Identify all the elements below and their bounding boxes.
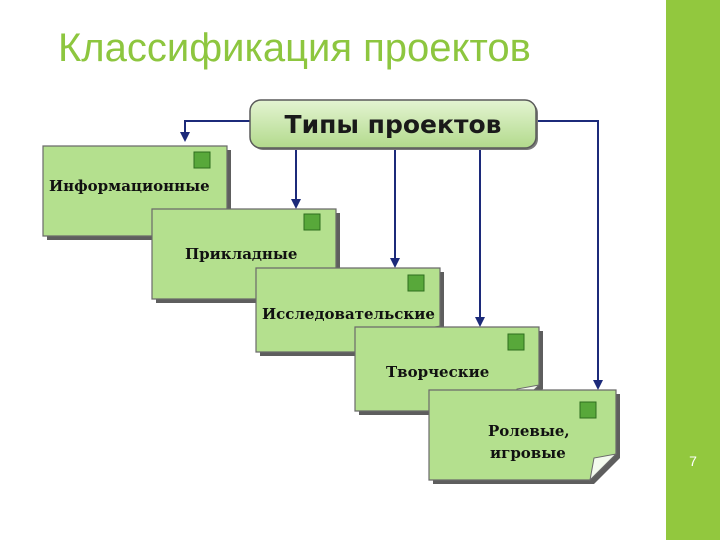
type-label-line-1: Ролевые, [488, 422, 570, 440]
slide-title: Классификация проектов [58, 26, 531, 70]
type-label: Прикладные [185, 245, 297, 263]
document-icon [407, 274, 425, 292]
side-accent-bar [666, 0, 720, 540]
type-card-role-play: Ролевые, игровые [428, 389, 620, 484]
document-icon [193, 151, 211, 169]
document-icon [507, 333, 525, 351]
type-label: Творческие [386, 363, 489, 381]
type-label-line-2: игровые [490, 444, 566, 462]
arrow-to-role-play [537, 120, 603, 390]
arrow-to-informational [180, 120, 250, 142]
connector-arrows [180, 120, 603, 390]
type-label: Информационные [49, 177, 210, 195]
document-icon [303, 213, 321, 231]
header-title: Типы проектов [285, 110, 502, 139]
page-number: 7 [689, 453, 697, 469]
type-label: Исследовательские [262, 305, 435, 323]
header-box: Типы проектов [249, 99, 538, 150]
document-icon [579, 401, 597, 419]
